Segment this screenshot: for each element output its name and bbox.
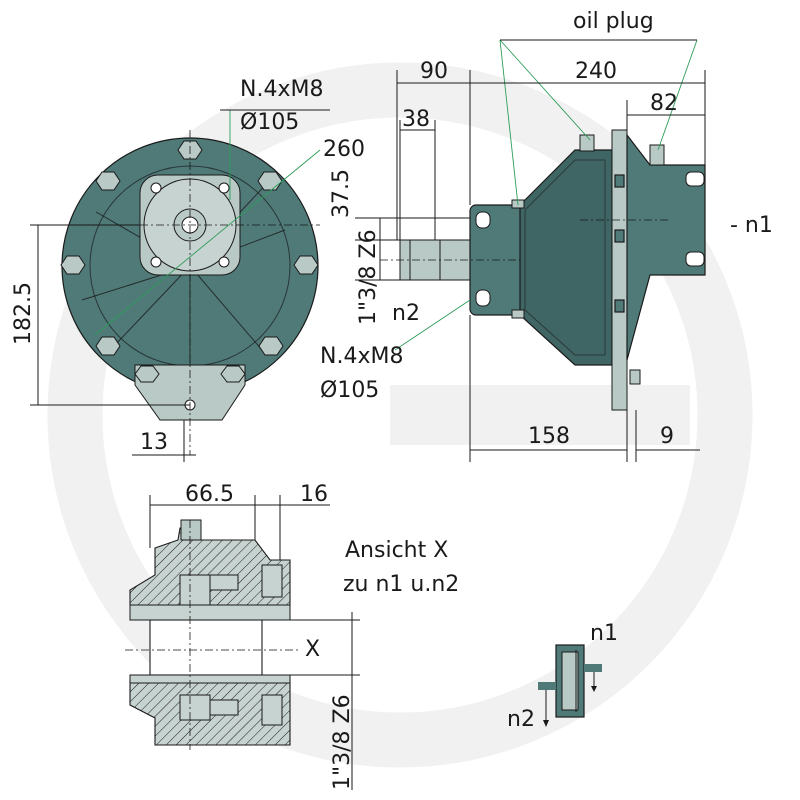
dim-13-label: 13 — [140, 430, 168, 455]
dim-182-5-label: 182.5 — [11, 282, 36, 345]
d105-top-label: Ø105 — [240, 110, 299, 135]
dim-16-label: 16 — [300, 482, 328, 507]
section-bore — [149, 619, 263, 676]
dim-90-label: 90 — [420, 59, 448, 84]
dim-260-label: 260 — [323, 137, 365, 162]
section-view — [125, 519, 300, 750]
rim-bolts — [60, 140, 319, 356]
direction-schematic — [538, 644, 602, 727]
dim-9-label: 9 — [660, 424, 674, 449]
dim-82-label: 82 — [650, 91, 678, 116]
side-view — [380, 39, 706, 411]
n1-side-label: - n1 — [730, 213, 773, 238]
n4xm8-bottom-label: N.4xM8 — [320, 344, 403, 369]
d105-bottom-label: Ø105 — [320, 378, 379, 403]
oil-plug-1 — [579, 134, 595, 152]
section-dims — [149, 495, 360, 790]
dim-182-5-lines — [30, 224, 190, 406]
ansicht-line-2: zu n1 u.n2 — [343, 572, 459, 597]
housing-cone — [519, 149, 613, 366]
dim-158-label: 158 — [528, 424, 570, 449]
dim-13-lines — [132, 420, 196, 462]
dim-37-5-label: 37.5 — [329, 169, 354, 218]
side-view-dims — [355, 70, 706, 462]
front-view — [60, 109, 330, 455]
n4xm8-top-label: N.4xM8 — [240, 77, 323, 102]
watermark-logo — [47, 62, 753, 768]
shaft-z6-section-label: 1"3/8 Z6 — [330, 694, 355, 790]
section-upper — [129, 527, 291, 606]
main-flange-plate — [611, 129, 628, 411]
n2-schematic-label: n2 — [507, 707, 535, 732]
n2-side-label: n2 — [392, 301, 420, 326]
ansicht-line-1: Ansicht X — [345, 538, 448, 563]
dim-240-label: 240 — [575, 59, 617, 84]
dim-66-5-label: 66.5 — [185, 482, 234, 507]
x-label: X — [305, 637, 320, 662]
dim-38-label: 38 — [402, 107, 430, 132]
oil-plug-label: oil plug — [573, 9, 654, 34]
n1-schematic-label: n1 — [590, 621, 618, 646]
oil-plug-2 — [649, 144, 665, 166]
shaft-z6-side-label: 1"3/8 Z6 — [356, 229, 381, 325]
